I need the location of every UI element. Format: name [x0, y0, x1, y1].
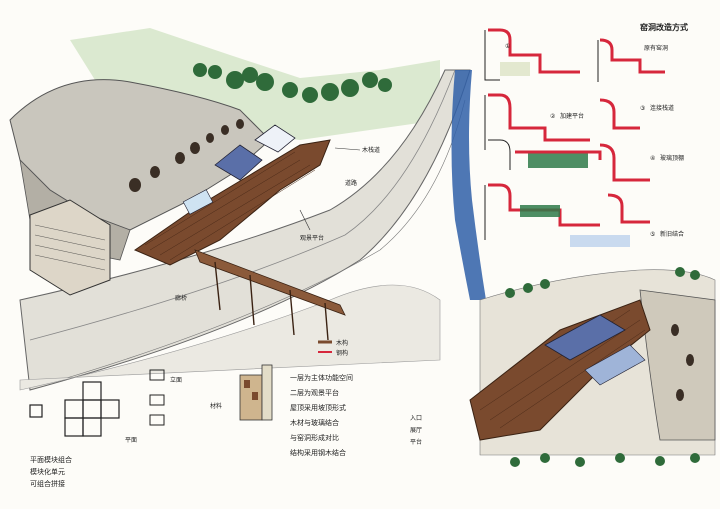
tree-cluster	[193, 63, 392, 103]
canyon-glass-roof-2	[584, 344, 646, 386]
bottom-notes: 平面 立面 材料 平面模块组合 模块化单元 可组合拼接 木构 钢构 一层为主体功…	[29, 339, 422, 488]
deck-planks	[144, 151, 316, 261]
elevation-sketch	[239, 364, 273, 421]
elevation-label: 立面	[170, 376, 182, 384]
covered-bridge	[194, 249, 346, 316]
bridge-piers	[214, 261, 329, 341]
left-note-1: 平面模块组合	[30, 455, 72, 464]
section-step-2-note: 加建平台	[560, 112, 584, 120]
right-note-3: 平台	[410, 438, 422, 446]
callout-boardwalk: 木栈道	[362, 146, 380, 154]
module-icons	[149, 369, 165, 426]
section-diagram-7	[484, 183, 600, 240]
center-note-6: 结构采用钢木结合	[290, 448, 346, 457]
section-diagram-3: ② 加建平台	[484, 93, 590, 150]
section-panel: 窑洞改造方式 ① 原有窑洞 ② 加建平台 ③	[484, 22, 688, 247]
section-step-4-number: ④	[650, 155, 655, 162]
right-note-1: 入口	[410, 415, 422, 422]
section-step-3-note: 连接栈道	[650, 104, 674, 112]
left-note-2: 模块化单元	[30, 467, 65, 476]
main-perspective: 木栈道 观景平台 道路 廊桥	[9, 28, 471, 391]
section-step-4-note: 玻璃顶棚	[660, 154, 684, 162]
section-step-3-number: ③	[640, 105, 645, 112]
section-step-1-number: ①	[505, 43, 510, 50]
canyon-glass-roof	[544, 314, 626, 361]
plan-module-grid	[29, 381, 120, 437]
secondary-perspective	[469, 267, 716, 467]
section-step-5-note: 新旧结合	[660, 230, 684, 238]
section-step-5-number: ⑤	[650, 231, 655, 238]
section-step-1-note: 原有窑洞	[644, 44, 668, 52]
right-note-2: 展厅	[410, 427, 422, 434]
section-diagram-1: ①	[484, 28, 580, 81]
center-note-1: 一层为主体功能空间	[290, 373, 353, 382]
left-note-3: 可组合拼接	[30, 479, 65, 488]
road-lane-line	[29, 69, 456, 341]
legend-item-2: 钢构	[336, 349, 348, 357]
center-note-5: 与窑洞形成对比	[290, 433, 339, 442]
section-diagram-4: ③ 连接栈道	[599, 98, 674, 130]
center-note-3: 屋顶采用坡顶形式	[290, 403, 346, 412]
material-label: 材料	[210, 402, 222, 410]
legend-item-1: 木构	[336, 339, 348, 347]
road-edge-line	[59, 99, 466, 381]
left-timber-building	[29, 199, 111, 296]
callout-bridge: 廊桥	[175, 294, 187, 302]
section-diagram-5	[488, 139, 602, 170]
cave-openings	[129, 119, 244, 192]
callout-platform: 观景平台	[300, 234, 324, 242]
section-diagram-6: ④ 玻璃顶棚	[599, 143, 684, 182]
pavilion-roof-blue	[214, 144, 263, 181]
section-step-2-number: ②	[550, 113, 556, 120]
section-blue-wash	[570, 235, 630, 247]
tree-line-front	[510, 453, 700, 467]
legend: 木构 钢构	[318, 339, 348, 357]
glass-pool	[182, 189, 214, 215]
section-diagram-8: ⑤ 新旧结合	[607, 193, 684, 238]
section-diagram-2: 原有窑洞	[597, 38, 668, 82]
loess-cliff	[9, 79, 271, 231]
river-strip	[451, 70, 486, 300]
plan-label: 平面	[125, 437, 137, 444]
callout-road: 道路	[345, 179, 357, 187]
center-note-2: 二层为观景平台	[290, 388, 339, 397]
section-panel-title: 窑洞改造方式	[640, 22, 688, 32]
timber-slats	[34, 224, 106, 271]
cliff-caves-right	[671, 324, 694, 401]
pavilion-roof-white	[254, 124, 296, 153]
center-note-4: 木材与玻璃结合	[290, 418, 339, 427]
tree-line-back	[505, 267, 700, 298]
